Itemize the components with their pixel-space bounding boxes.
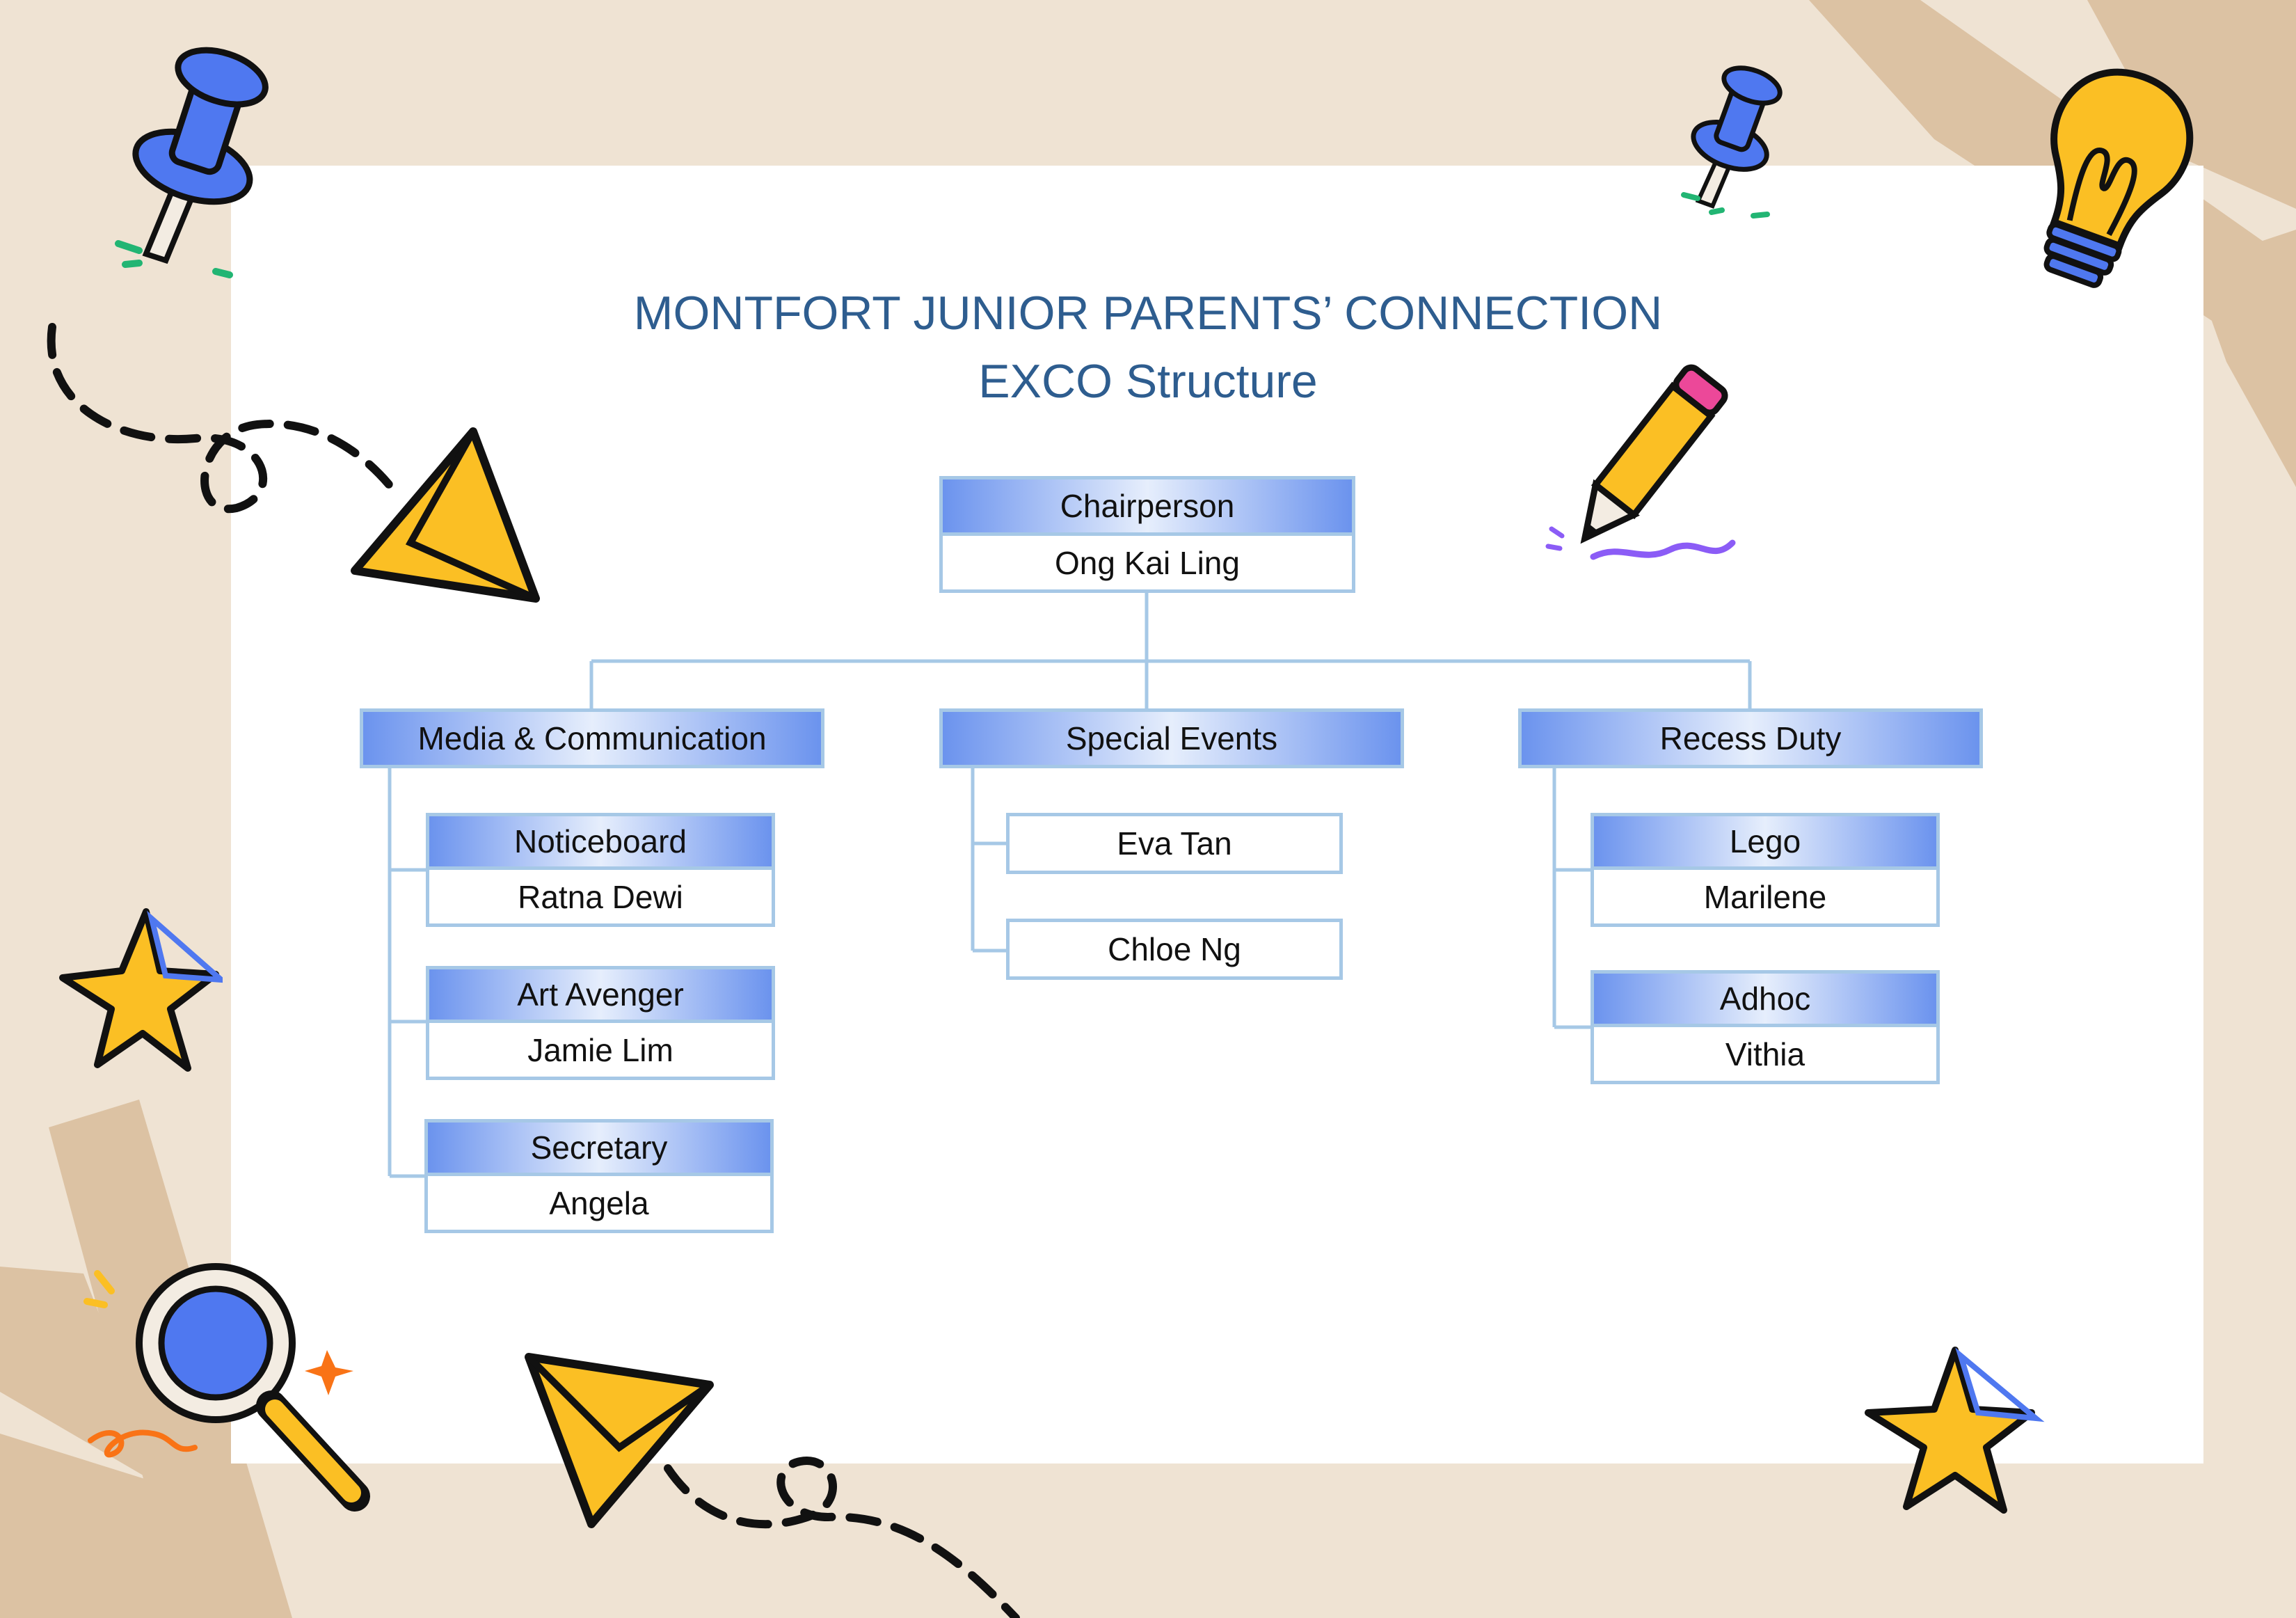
member-name: Ratna Dewi: [426, 870, 775, 927]
group-recess-duty: Recess Duty: [1518, 708, 1983, 768]
star-icon: [59, 908, 223, 1072]
magnifier-icon: [83, 1263, 370, 1512]
pushpin-icon: [115, 47, 269, 278]
page-title: MONTFORT JUNIOR PARENTS’ CONNECTION: [633, 287, 1663, 340]
member-name: Eva Tan: [1006, 813, 1343, 874]
member-role: Adhoc: [1591, 970, 1940, 1027]
member-name: Vithia: [1591, 1027, 1940, 1084]
chairperson-role: Chairperson: [939, 476, 1355, 536]
member-name: Marilene: [1591, 870, 1940, 927]
member-name: Jamie Lim: [426, 1023, 775, 1080]
member-name: Angela: [424, 1176, 774, 1233]
member-role: Secretary: [424, 1119, 774, 1176]
page-subtitle: EXCO Structure: [978, 355, 1318, 408]
star-icon: [1865, 1347, 2045, 1514]
lightbulb-icon: [2043, 68, 2194, 288]
pencil-icon: [1545, 364, 1736, 560]
member-role: Art Avenger: [426, 966, 775, 1023]
group-media-communication: Media & Communication: [360, 708, 824, 768]
pushpin-icon: [1681, 65, 1783, 219]
member-name: Chloe Ng: [1006, 919, 1343, 980]
group-special-events: Special Events: [939, 708, 1404, 768]
member-role: Noticeboard: [426, 813, 775, 870]
member-role: Lego: [1591, 813, 1940, 870]
chairperson-name: Ong Kai Ling: [939, 536, 1355, 593]
paper-plane-icon: [47, 323, 540, 603]
paper-plane-icon: [525, 1353, 1020, 1618]
